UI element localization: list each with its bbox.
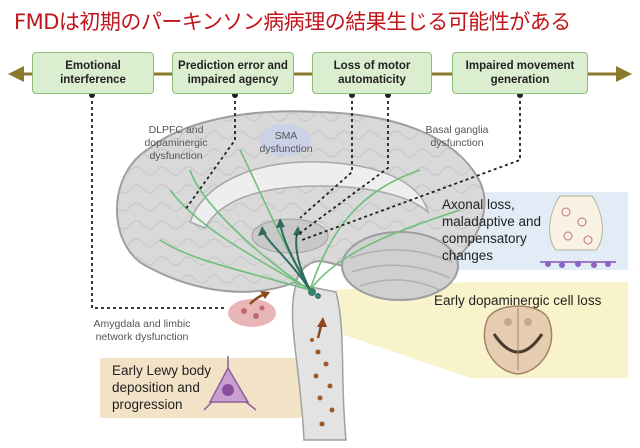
brain-illustration: [116, 110, 486, 441]
motor-automaticity-box: Loss of motor automaticity: [312, 52, 432, 94]
figure-title: FMDは初期のパーキンソン病病理の結果生じる可能性がある: [14, 10, 571, 34]
prediction-error-label: Prediction error and impaired agency: [178, 60, 288, 86]
lewy-highlight: [100, 358, 330, 418]
impaired-movement-label: Impaired movement generation: [465, 60, 575, 86]
lewy-body-label: Early Lewy body deposition and progressi…: [112, 363, 212, 412]
sma-label: SMA dysfunction: [259, 130, 313, 155]
emotional-interference-label: Emotional interference: [60, 60, 126, 86]
connector-lines: [91, 95, 521, 309]
basal-ganglia-label: Basal ganglia dysfunction: [425, 124, 489, 149]
prediction-error-box: Prediction error and impaired agency: [172, 52, 294, 94]
dopaminergic-loss-label: Early dopaminergic cell loss: [434, 293, 602, 308]
midbrain-section-illustration: [483, 305, 553, 375]
motor-automaticity-label: Loss of motor automaticity: [333, 60, 411, 86]
emotional-interference-box: Emotional interference: [32, 52, 154, 94]
dlpfc-label: DLPFC and dopaminergic dysfunction: [144, 124, 208, 162]
axonal-loss-label: Axonal loss, maladaptive and compensator…: [442, 197, 542, 263]
impaired-movement-box: Impaired movement generation: [452, 52, 588, 94]
amygdala-label: Amygdala and limbic network dysfunction: [93, 318, 191, 343]
synapse-illustration: [540, 195, 616, 268]
lewy-neuron-illustration: [203, 356, 257, 411]
